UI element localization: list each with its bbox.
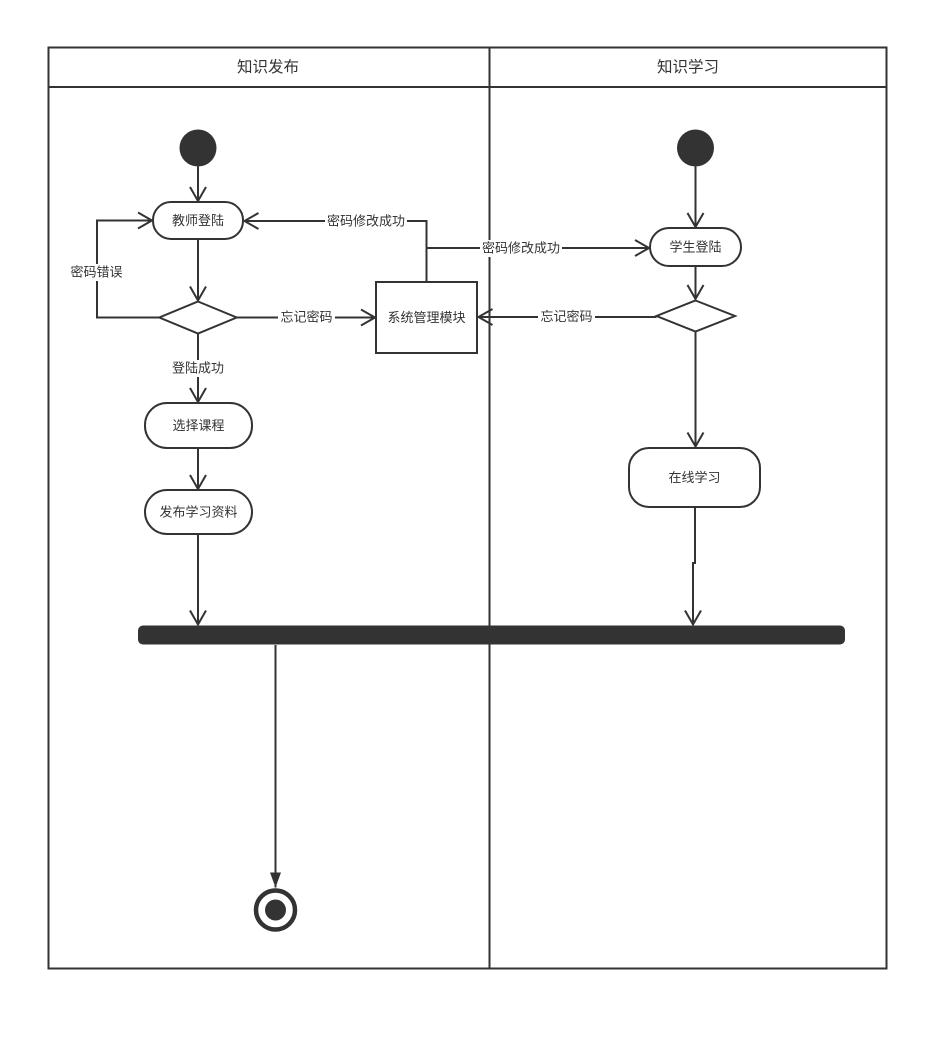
edge-label-password-error: 密码错误 bbox=[68, 264, 125, 281]
svg-text:登陆成功: 登陆成功 bbox=[172, 361, 224, 376]
edge-label-login-success: 登陆成功 bbox=[170, 360, 227, 377]
edge-password-changed-to-student bbox=[425, 239, 652, 282]
edge-online-learning-to-join bbox=[684, 507, 702, 627]
activity-publish-materials: 发布学习资料 bbox=[144, 489, 253, 535]
edge-label-forgot-password-left: 忘记密码 bbox=[278, 309, 335, 326]
decision-teacher bbox=[156, 300, 240, 335]
svg-text:系统管理模块: 系统管理模块 bbox=[387, 310, 465, 325]
start-node-left bbox=[179, 129, 217, 167]
activity-online-learning: 在线学习 bbox=[628, 447, 761, 508]
edge-label-forgot-password-right: 忘记密码 bbox=[538, 308, 595, 326]
edge-label-password-changed-right: 密码修改成功 bbox=[480, 240, 562, 257]
activity-student-login: 学生登陆 bbox=[649, 227, 742, 267]
final-node bbox=[253, 888, 298, 932]
svg-text:密码修改成功: 密码修改成功 bbox=[327, 214, 405, 229]
svg-text:密码修改成功: 密码修改成功 bbox=[482, 241, 560, 256]
lane-title-left: 知识发布 bbox=[237, 58, 299, 76]
svg-text:教师登陆: 教师登陆 bbox=[172, 213, 224, 228]
lane-title-right: 知识学习 bbox=[657, 58, 719, 76]
svg-text:选择课程: 选择课程 bbox=[172, 418, 224, 433]
svg-text:发布学习资料: 发布学习资料 bbox=[159, 505, 237, 520]
start-node-right bbox=[677, 129, 714, 167]
svg-text:密码错误: 密码错误 bbox=[70, 265, 122, 280]
svg-text:在线学习: 在线学习 bbox=[668, 470, 720, 485]
svg-text:忘记密码: 忘记密码 bbox=[280, 310, 332, 325]
edge-label-password-changed-left: 密码修改成功 bbox=[325, 213, 407, 230]
join-bar bbox=[138, 625, 845, 645]
svg-text:忘记密码: 忘记密码 bbox=[540, 309, 592, 324]
decision-student bbox=[653, 299, 738, 333]
activity-teacher-login: 教师登陆 bbox=[152, 201, 244, 240]
edge-password-changed-to-teacher bbox=[242, 212, 428, 282]
activity-system-module: 系统管理模块 bbox=[375, 281, 478, 354]
swimlane-frame bbox=[47, 46, 888, 970]
activity-select-course: 选择课程 bbox=[144, 402, 253, 449]
svg-text:学生登陆: 学生登陆 bbox=[669, 240, 721, 255]
